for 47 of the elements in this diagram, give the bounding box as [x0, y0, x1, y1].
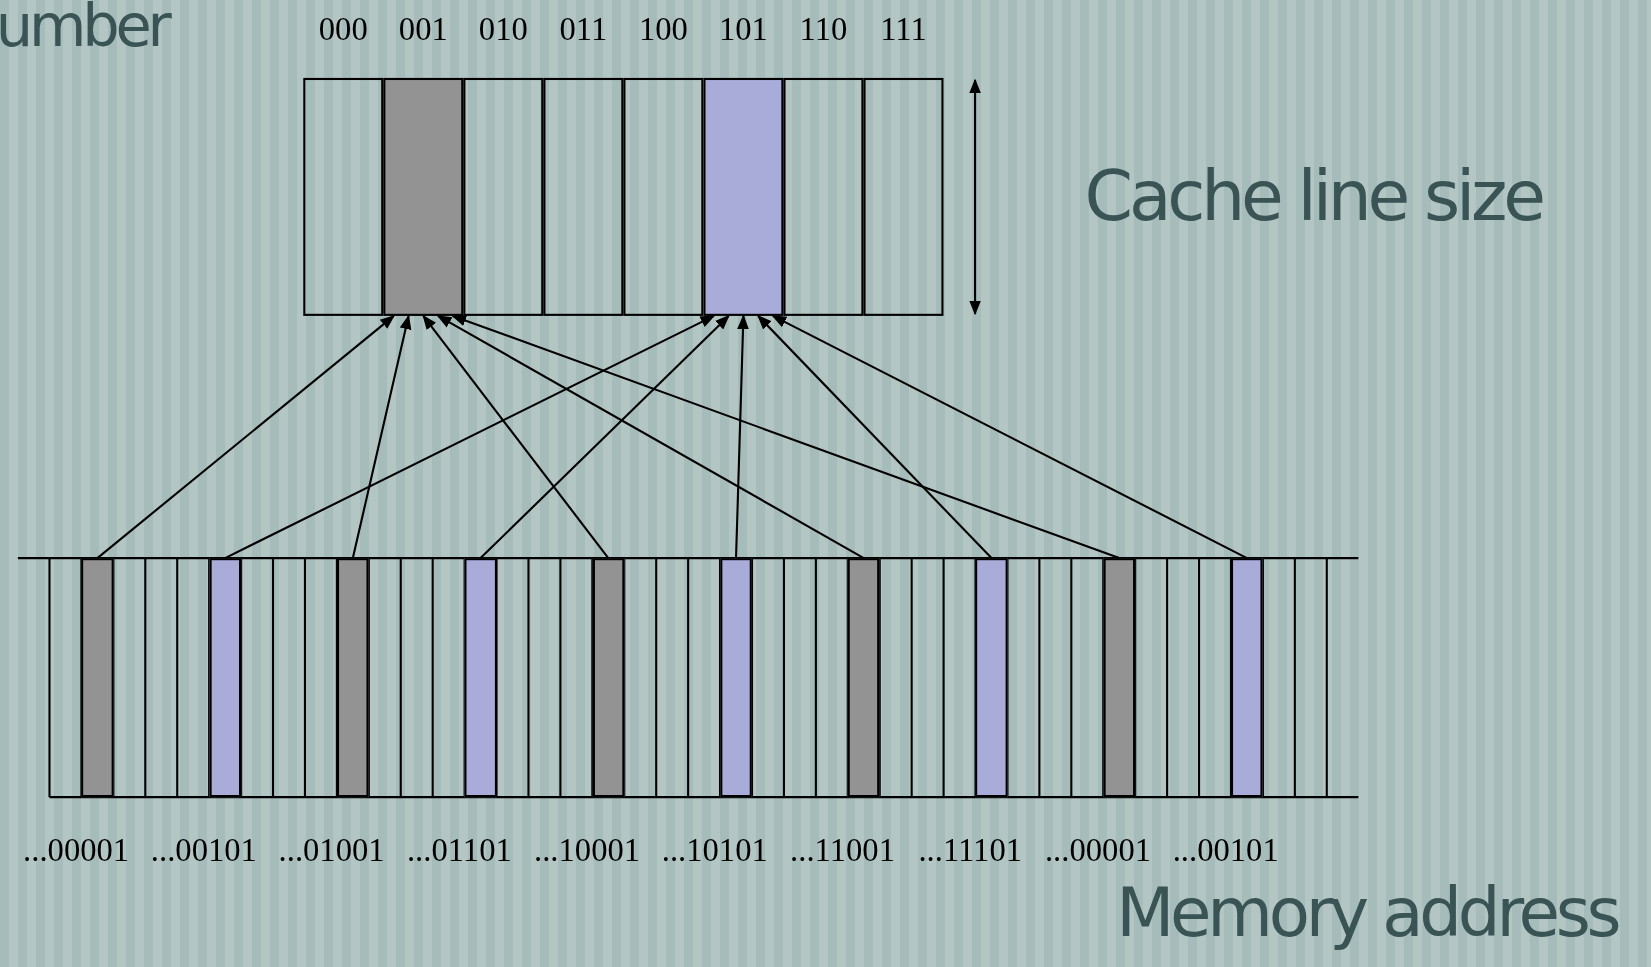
cache-line-cell	[783, 77, 864, 316]
address-label: ...01001	[278, 831, 385, 870]
arrow	[451, 314, 1120, 560]
address-label: ...11101	[918, 831, 1023, 870]
arrow	[757, 314, 993, 559]
arrow	[96, 314, 395, 559]
cache-line-cell	[863, 77, 944, 316]
memory-block-cell	[209, 558, 242, 798]
heading-text: Cache line size	[1084, 155, 1542, 237]
arrow	[771, 314, 1248, 560]
address-label: ...00101	[150, 831, 257, 870]
address-label: ...10101	[661, 831, 768, 870]
cache-line-cell	[543, 77, 624, 316]
address-label: ...10001	[534, 831, 641, 870]
memory-block-cell	[592, 558, 625, 798]
arrow	[436, 315, 865, 559]
line-index-label: 111	[880, 10, 927, 49]
cache-line-cell	[703, 77, 784, 316]
line-index-label: 001	[398, 10, 448, 49]
line-index-label: 101	[718, 10, 768, 49]
memory-block-cell	[720, 558, 752, 798]
arrow	[351, 314, 412, 559]
line-index-label: 110	[799, 10, 848, 49]
memory-block-cell	[1230, 558, 1263, 798]
line-index-label: 010	[478, 10, 528, 49]
cache-line-cell	[383, 77, 464, 316]
line-index-label: 011	[559, 10, 608, 49]
cache-line-cell	[463, 77, 544, 316]
arrow	[422, 314, 610, 559]
address-label: ...00001	[23, 831, 130, 870]
memory-block-cell	[81, 558, 114, 798]
line-index-label: 100	[638, 10, 688, 49]
address-label: ...00101	[1172, 831, 1279, 870]
arrow	[224, 314, 716, 560]
arrow	[734, 314, 749, 559]
address-label: ...00001	[1044, 831, 1152, 870]
address-label: ...01101	[406, 831, 512, 870]
memory-block-cell	[975, 558, 1008, 798]
heading-text: umber	[0, 0, 168, 60]
address-label: ...11001	[790, 831, 895, 870]
memory-block-cell	[464, 558, 497, 798]
line-index-label: 000	[318, 10, 368, 49]
memory-block-cell	[847, 558, 880, 798]
memory-block-cell	[336, 558, 369, 798]
arrow	[479, 314, 730, 559]
memory-block-cell	[1103, 558, 1136, 798]
heading-text: Memory address	[1116, 874, 1618, 952]
